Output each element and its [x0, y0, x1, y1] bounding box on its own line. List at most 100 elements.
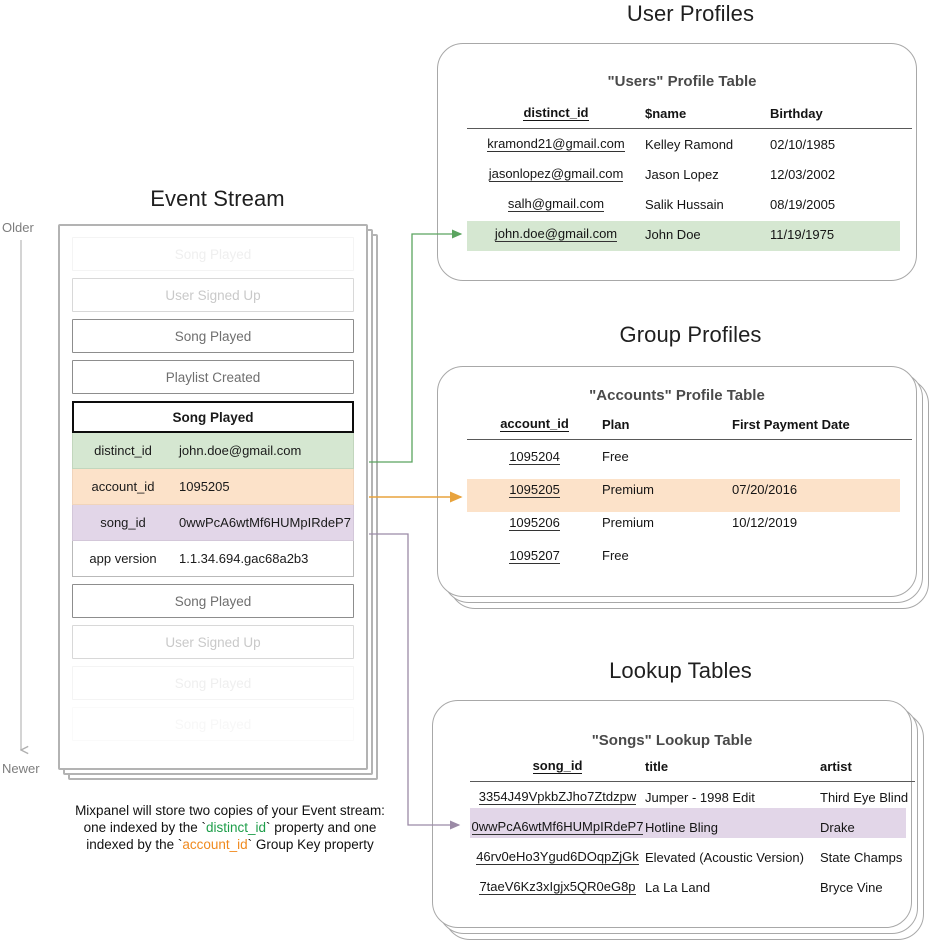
cell-song-id: 46rv0eHo3Ygud6DOqpZjGk: [476, 849, 639, 865]
accounts-col-plan: Plan: [602, 416, 732, 440]
property-value: 1.1.34.694.gac68a2b3: [179, 551, 309, 566]
event-row[interactable]: Song Played: [72, 707, 354, 741]
accounts-col-first-payment: First Payment Date: [732, 416, 912, 440]
cell-first-payment: [732, 539, 912, 572]
event-row[interactable]: User Signed Up: [72, 278, 354, 312]
table-row[interactable]: 1095207 Free: [467, 539, 912, 572]
accounts-col-account-id: account_id: [467, 416, 602, 440]
cell-title: Hotline Bling: [645, 819, 718, 835]
user-profiles-title: User Profiles: [626, 1, 755, 26]
event-label: User Signed Up: [165, 634, 261, 650]
table-header-row: account_id Plan First Payment Date: [467, 416, 912, 440]
table-row[interactable]: salh@gmail.com Salik Hussain 08/19/2005: [467, 189, 912, 219]
property-key: song_id: [100, 515, 146, 530]
event-row[interactable]: User Signed Up: [72, 625, 354, 659]
table-header-row: song_id title artist: [470, 758, 915, 782]
cell-song-id: 3354J49VpkbZJho7Ztdzpw: [478, 789, 637, 805]
songs-lookup-card: "Songs" Lookup Table song_id title artis…: [432, 700, 937, 948]
event-label: Song Played: [174, 328, 252, 344]
table-header-row: distinct_id $name Birthday: [467, 105, 912, 129]
caption-text: indexed by the `: [86, 837, 183, 852]
cell-name: Jason Lopez: [645, 166, 719, 182]
expanded-event-card[interactable]: Song Played distinct_id john.doe@gmail.c…: [72, 401, 354, 577]
accounts-row-highlight: [467, 479, 900, 512]
caption-text: ` Group Key property: [247, 837, 374, 852]
users-table-title: "Users" Profile Table: [607, 73, 757, 90]
users-col-name: $name: [645, 105, 770, 129]
group-profiles-title: Group Profiles: [619, 322, 762, 347]
timeline-older-label: Older: [2, 220, 34, 235]
cell-name: John Doe: [645, 226, 701, 242]
cell-first-payment: 07/20/2016: [732, 482, 798, 497]
cell-plan: Free: [602, 548, 629, 563]
event-row[interactable]: Song Played: [72, 666, 354, 700]
users-table: distinct_id $name Birthday kramond21@gma…: [467, 105, 912, 249]
users-row-highlight: [467, 221, 900, 251]
table-row[interactable]: 7taeV6Kz3xIgjx5QR0eG8p La La Land Bryce …: [470, 872, 915, 902]
cell-plan: Premium: [602, 515, 655, 530]
event-label: Song Played: [174, 593, 252, 609]
cell-artist: Drake: [820, 819, 855, 835]
property-value: john.doe@gmail.com: [179, 443, 302, 458]
caption: Mixpanel will store two copies of your E…: [40, 802, 420, 853]
cell-song-id: 7taeV6Kz3xIgjx5QR0eG8p: [479, 879, 636, 895]
cell-title: La La Land: [645, 879, 711, 895]
event-row[interactable]: Playlist Created: [72, 360, 354, 394]
property-key: app version: [89, 551, 157, 566]
event-property-account-id: account_id 1095205: [72, 469, 354, 505]
songs-col-title: title: [645, 758, 820, 782]
accounts-table-title: "Accounts" Profile Table: [589, 387, 765, 404]
table-row[interactable]: 1095204 Free: [467, 440, 912, 474]
cell-account-id: 1095207: [509, 547, 560, 564]
users-profile-card: "Users" Profile Table distinct_id $name …: [437, 43, 927, 286]
table-row-highlighted[interactable]: 1095205 Premium 07/20/2016: [467, 473, 912, 506]
cell-song-id: 0wwPcA6wtMf6HUMpIRdeP7: [471, 819, 644, 835]
table-row[interactable]: jasonlopez@gmail.com Jason Lopez 12/03/2…: [467, 159, 912, 189]
table-row[interactable]: kramond21@gmail.com Kelley Ramond 02/10/…: [467, 129, 912, 160]
timeline-newer-label: Newer: [2, 761, 40, 776]
songs-table-title: "Songs" Lookup Table: [591, 732, 753, 749]
caption-text: ` property and one: [266, 820, 377, 835]
event-property-app-version: app version 1.1.34.694.gac68a2b3: [72, 541, 354, 577]
event-label: Playlist Created: [165, 369, 261, 385]
songs-col-artist: artist: [820, 758, 915, 782]
event-property-song-id: song_id 0wwPcA6wtMf6HUMpIRdeP7: [72, 505, 354, 541]
cell-birthday: 11/19/1975: [770, 226, 835, 242]
cell-birthday: 12/03/2002: [770, 166, 836, 182]
event-stream-title: Event Stream: [150, 186, 285, 211]
caption-line-2: one indexed by the `distinct_id` propert…: [40, 819, 420, 836]
event-row[interactable]: Song Played: [72, 237, 354, 271]
cell-distinct-id: salh@gmail.com: [507, 196, 605, 212]
event-list: Song Played User Signed Up Song Played P…: [58, 224, 368, 770]
table-row[interactable]: 1095206 Premium 10/12/2019: [467, 506, 912, 539]
event-label: Song Played: [174, 246, 252, 262]
cell-distinct-id: jasonlopez@gmail.com: [488, 166, 624, 182]
cell-artist: Third Eye Blind: [820, 789, 909, 805]
expanded-event-name: Song Played: [72, 401, 354, 433]
cell-account-id: 1095205: [509, 481, 560, 498]
property-value: 1095205: [179, 479, 230, 494]
cell-plan: Free: [602, 449, 629, 464]
cell-plan: Premium: [602, 482, 655, 497]
event-label: Song Played: [174, 716, 252, 732]
table-row-highlighted[interactable]: john.doe@gmail.com John Doe 11/19/1975: [467, 219, 912, 249]
table-row[interactable]: 3354J49VpkbZJho7Ztdzpw Jumper - 1998 Edi…: [470, 782, 915, 813]
accounts-profile-card: "Accounts" Profile Table account_id Plan…: [437, 366, 937, 616]
event-row[interactable]: Song Played: [72, 584, 354, 618]
cell-first-payment: [732, 440, 912, 474]
event-row[interactable]: Song Played: [72, 319, 354, 353]
accounts-table: account_id Plan First Payment Date 10952…: [467, 416, 912, 572]
cell-first-payment: 10/12/2019: [732, 515, 798, 530]
table-row-highlighted[interactable]: 0wwPcA6wtMf6HUMpIRdeP7 Hotline Bling Dra…: [470, 812, 915, 842]
songs-table: song_id title artist 3354J49VpkbZJho7Ztd…: [470, 758, 915, 902]
cell-distinct-id: john.doe@gmail.com: [494, 226, 618, 242]
event-stream-panel: Song Played User Signed Up Song Played P…: [58, 224, 378, 780]
table-row[interactable]: 46rv0eHo3Ygud6DOqpZjGk Elevated (Acousti…: [470, 842, 915, 872]
cell-distinct-id: kramond21@gmail.com: [487, 136, 625, 152]
cell-artist: State Champs: [820, 849, 903, 865]
cell-name: Salik Hussain: [645, 196, 724, 212]
caption-token-distinct-id: distinct_id: [205, 820, 267, 835]
cell-title: Jumper - 1998 Edit: [645, 789, 755, 805]
cell-account-id: 1095206: [509, 514, 560, 531]
users-col-distinct-id: distinct_id: [467, 105, 645, 129]
